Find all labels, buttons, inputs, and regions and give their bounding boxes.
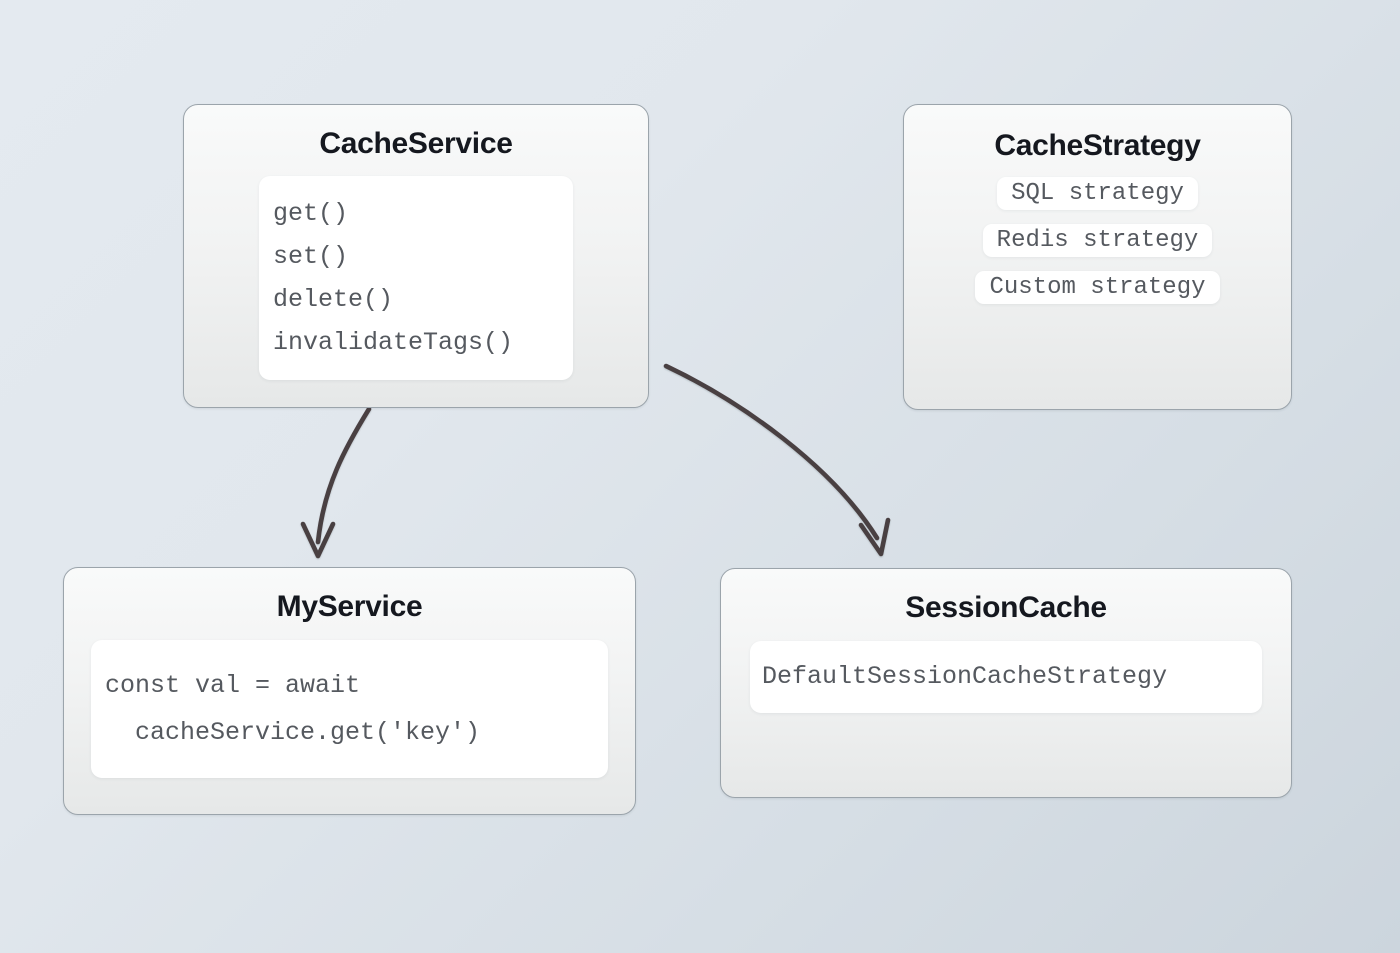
code-line: cacheService.get('key') bbox=[105, 718, 481, 747]
method-item: invalidateTags() bbox=[273, 328, 514, 357]
code-line: const val = await bbox=[105, 671, 361, 700]
edge-cacheservice-to-sessioncache bbox=[663, 363, 891, 557]
strategy-item: Redis strategy bbox=[982, 224, 1213, 257]
method-item: get() bbox=[273, 199, 349, 228]
strategy-item: Custom strategy bbox=[975, 271, 1220, 304]
code-line: DefaultSessionCacheStrategy bbox=[762, 662, 1168, 691]
node-cache-service-title: CacheService bbox=[319, 127, 513, 160]
node-session-cache[interactable]: SessionCache DefaultSessionCacheStrategy bbox=[720, 568, 1292, 798]
node-session-cache-title: SessionCache bbox=[905, 591, 1107, 624]
strategy-list: SQL strategy Redis strategy Custom strat… bbox=[975, 177, 1220, 304]
method-item: set() bbox=[273, 242, 349, 271]
method-item: delete() bbox=[273, 285, 394, 314]
strategy-item: SQL strategy bbox=[997, 177, 1198, 210]
node-cache-strategy[interactable]: CacheStrategy SQL strategy Redis strateg… bbox=[903, 104, 1292, 410]
edge-cacheservice-to-myservice bbox=[300, 406, 372, 559]
node-my-service[interactable]: MyService const val = await cacheService… bbox=[63, 567, 636, 815]
session-cache-code-box: DefaultSessionCacheStrategy bbox=[750, 641, 1262, 713]
node-cache-strategy-title: CacheStrategy bbox=[994, 129, 1201, 162]
node-my-service-title: MyService bbox=[276, 590, 423, 623]
cache-service-methods-box: get() set() delete() invalidateTags() bbox=[259, 176, 573, 380]
node-cache-service[interactable]: CacheService get() set() delete() invali… bbox=[183, 104, 649, 408]
my-service-code-box: const val = await cacheService.get('key'… bbox=[91, 640, 608, 778]
